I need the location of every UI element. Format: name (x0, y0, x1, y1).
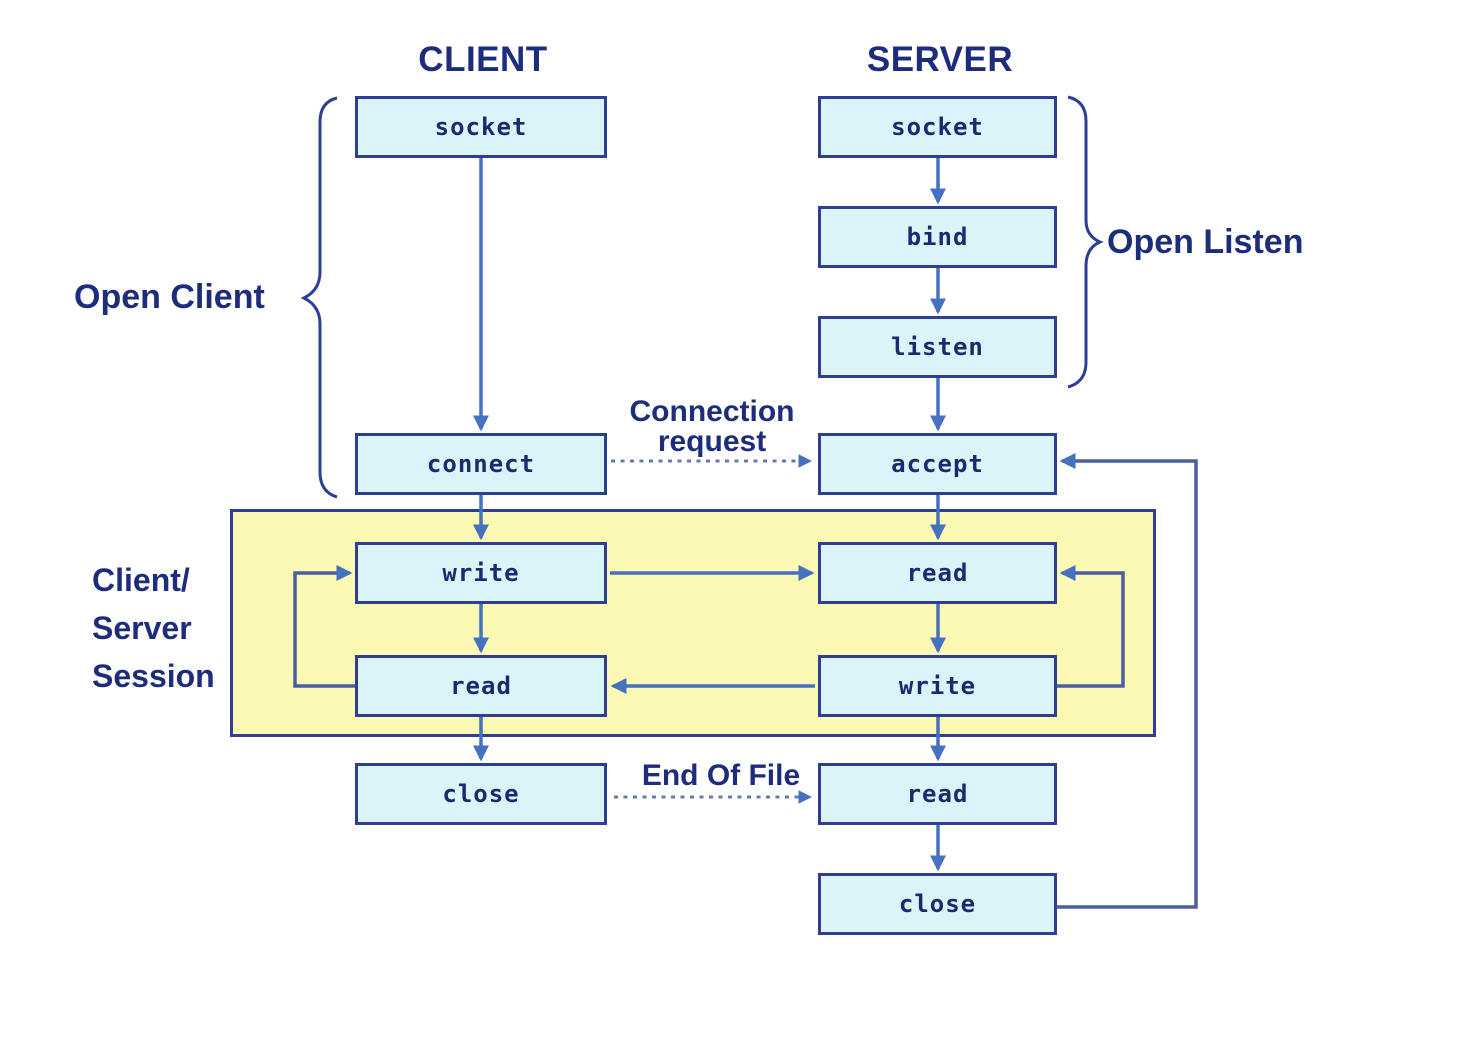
server-bind-box: bind (818, 206, 1057, 268)
server-close-box: close (818, 873, 1057, 935)
client-socket-box: socket (355, 96, 607, 158)
connection-request-line1: Connection (629, 395, 795, 428)
open-client-brace (300, 96, 338, 499)
server-write-box: write (818, 655, 1057, 717)
loop-server-write-to-read (1057, 564, 1125, 688)
session-label-line3: Session (92, 658, 215, 694)
session-label-line1: Client/ (92, 562, 190, 598)
client-read-box: read (355, 655, 607, 717)
client-connect-box: connect (355, 433, 607, 495)
end-of-file-label: End Of File (641, 759, 801, 792)
session-label-line2: Server (92, 610, 192, 646)
server-read-eof-box: read (818, 763, 1057, 825)
open-listen-brace (1067, 95, 1104, 389)
server-column-title: SERVER (866, 40, 1014, 79)
open-listen-label: Open Listen (1107, 223, 1304, 261)
server-socket-box: socket (818, 96, 1057, 158)
client-column-title: CLIENT (418, 40, 548, 79)
server-accept-box: accept (818, 433, 1057, 495)
loop-server-close-to-accept (1057, 452, 1198, 909)
client-server-session-label: Client/ Server Session (92, 556, 215, 700)
client-write-box: write (355, 542, 607, 604)
client-close-box: close (355, 763, 607, 825)
server-listen-box: listen (818, 316, 1057, 378)
server-read-session-box: read (818, 542, 1057, 604)
connection-request-label: Connection request (630, 397, 795, 457)
connection-request-line2: request (657, 425, 767, 458)
open-client-label: Open Client (74, 278, 265, 316)
loop-client-read-to-write (293, 564, 357, 688)
